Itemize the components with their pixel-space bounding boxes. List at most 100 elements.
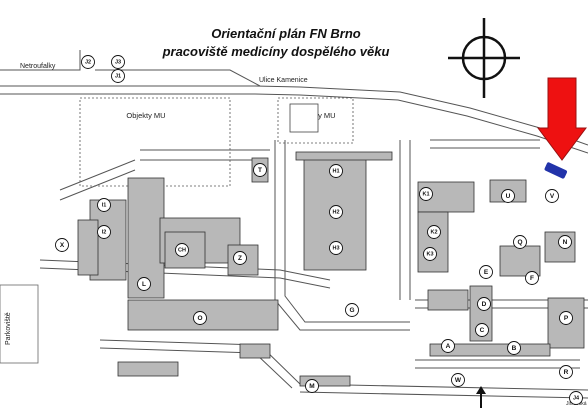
- building-marker-v[interactable]: V: [545, 189, 559, 203]
- building-marker-circle: [545, 189, 559, 203]
- parked-car-icon: [544, 162, 568, 179]
- compass-rose-icon: [448, 18, 520, 98]
- building-marker-label: B: [512, 345, 517, 352]
- building-marker-circle: [558, 235, 572, 249]
- building-marker-j3[interactable]: J3: [111, 55, 125, 69]
- building-marker-label: K3: [426, 252, 433, 258]
- building-marker-b[interactable]: B: [507, 341, 521, 355]
- building-marker-j1[interactable]: J1: [111, 69, 125, 83]
- building-marker-circle: [233, 251, 247, 265]
- building-marker-circle: [559, 365, 573, 379]
- building-marker-label: K2: [430, 230, 437, 236]
- building-marker-label: J3: [115, 60, 121, 66]
- building-marker-circle: [441, 339, 455, 353]
- building-marker-circle: [329, 205, 343, 219]
- building-marker-circle: [97, 225, 111, 239]
- building-marker-circle: [193, 311, 207, 325]
- building-marker-label: T: [258, 167, 262, 174]
- building-marker-label: I1: [102, 203, 107, 209]
- building-marker-label: J1: [115, 74, 121, 80]
- building-marker-circle: [569, 391, 583, 405]
- building-marker-circle: [253, 163, 267, 177]
- building-marker-o[interactable]: O: [193, 311, 207, 325]
- building-marker-circle: [513, 235, 527, 249]
- building-marker-circle: [479, 265, 493, 279]
- building-marker-a[interactable]: A: [441, 339, 455, 353]
- building-marker-label: E: [484, 269, 489, 276]
- building-marker-t[interactable]: T: [253, 163, 267, 177]
- building-marker-k1[interactable]: K1: [419, 187, 433, 201]
- building-marker-label: F: [530, 275, 534, 282]
- building-marker-label: X: [60, 242, 65, 249]
- building-marker-h1[interactable]: H1: [329, 164, 343, 178]
- building-marker-label: K1: [422, 192, 429, 198]
- mu-building-small: [289, 103, 319, 133]
- map-title-line1: Orientační plán FN Brno: [211, 26, 361, 41]
- building-marker-k2[interactable]: K2: [427, 225, 441, 239]
- road-label-netroufalky: Netroufalky: [20, 63, 56, 70]
- building-marker-p[interactable]: P: [559, 311, 573, 325]
- building-marker-label: H2: [332, 210, 339, 216]
- building-marker-label: I2: [102, 230, 107, 236]
- building-marker-x[interactable]: X: [55, 238, 69, 252]
- building-marker-n[interactable]: N: [558, 235, 572, 249]
- building-marker-d[interactable]: D: [477, 297, 491, 311]
- building-marker-circle: [81, 55, 95, 69]
- building-marker-label: O: [197, 315, 202, 322]
- building-marker-w[interactable]: W: [451, 373, 465, 387]
- building-marker-j4[interactable]: J4: [569, 391, 583, 405]
- building-marker-circle: [451, 373, 465, 387]
- building-marker-z[interactable]: Z: [233, 251, 247, 265]
- building-marker-circle: [559, 311, 573, 325]
- building-marker-u[interactable]: U: [501, 189, 515, 203]
- building-marker-label: Z: [238, 255, 242, 262]
- building-marker-circle: [329, 241, 343, 255]
- building-marker-l[interactable]: L: [137, 277, 151, 291]
- area-objekty-mu-center: [277, 97, 354, 144]
- building-marker-circle: [507, 341, 521, 355]
- building-marker-circle: [111, 55, 125, 69]
- building-marker-f[interactable]: F: [525, 271, 539, 285]
- building-marker-label: H3: [332, 246, 339, 252]
- building-marker-circle: [501, 189, 515, 203]
- building-marker-k3[interactable]: K3: [423, 247, 437, 261]
- building-marker-j2[interactable]: J2: [81, 55, 95, 69]
- area-label-mu-left: Objekty MU: [126, 111, 165, 120]
- building-marker-r[interactable]: R: [559, 365, 573, 379]
- building-marker-i2[interactable]: I2: [97, 225, 111, 239]
- building-marker-circle: [477, 297, 491, 311]
- building-marker-h3[interactable]: H3: [329, 241, 343, 255]
- building-marker-circle: [525, 271, 539, 285]
- building-marker-circle: [329, 164, 343, 178]
- building-marker-label: G: [349, 307, 354, 314]
- building-marker-m[interactable]: M: [305, 379, 319, 393]
- building-marker-label: A: [446, 343, 451, 350]
- entrance-arrow-icon: [476, 386, 486, 408]
- building-marker-label: J2: [85, 60, 91, 66]
- building-marker-circle: [345, 303, 359, 317]
- building-marker-e[interactable]: E: [479, 265, 493, 279]
- building-marker-label: D: [482, 301, 487, 308]
- building-marker-circle: [419, 187, 433, 201]
- building-marker-label: P: [564, 315, 569, 322]
- building-marker-ch[interactable]: CH: [175, 243, 189, 257]
- building-marker-label: M: [309, 383, 314, 390]
- building-marker-circle: [175, 243, 189, 257]
- building-marker-h2[interactable]: H2: [329, 205, 343, 219]
- building-marker-g[interactable]: G: [345, 303, 359, 317]
- building-marker-label: N: [563, 239, 568, 246]
- building-marker-label: J4: [573, 396, 580, 402]
- building-marker-circle: [427, 225, 441, 239]
- building-marker-q[interactable]: Q: [513, 235, 527, 249]
- building-marker-c[interactable]: C: [475, 323, 489, 337]
- building-marker-label: V: [550, 193, 555, 200]
- map-title-line2: pracoviště medicíny dospělého věku: [162, 44, 390, 59]
- building-marker-circle: [305, 379, 319, 393]
- building-marker-circle: [137, 277, 151, 291]
- building-marker-circle: [97, 198, 111, 212]
- building-marker-i1[interactable]: I1: [97, 198, 111, 212]
- building-marker-label: H1: [332, 169, 339, 175]
